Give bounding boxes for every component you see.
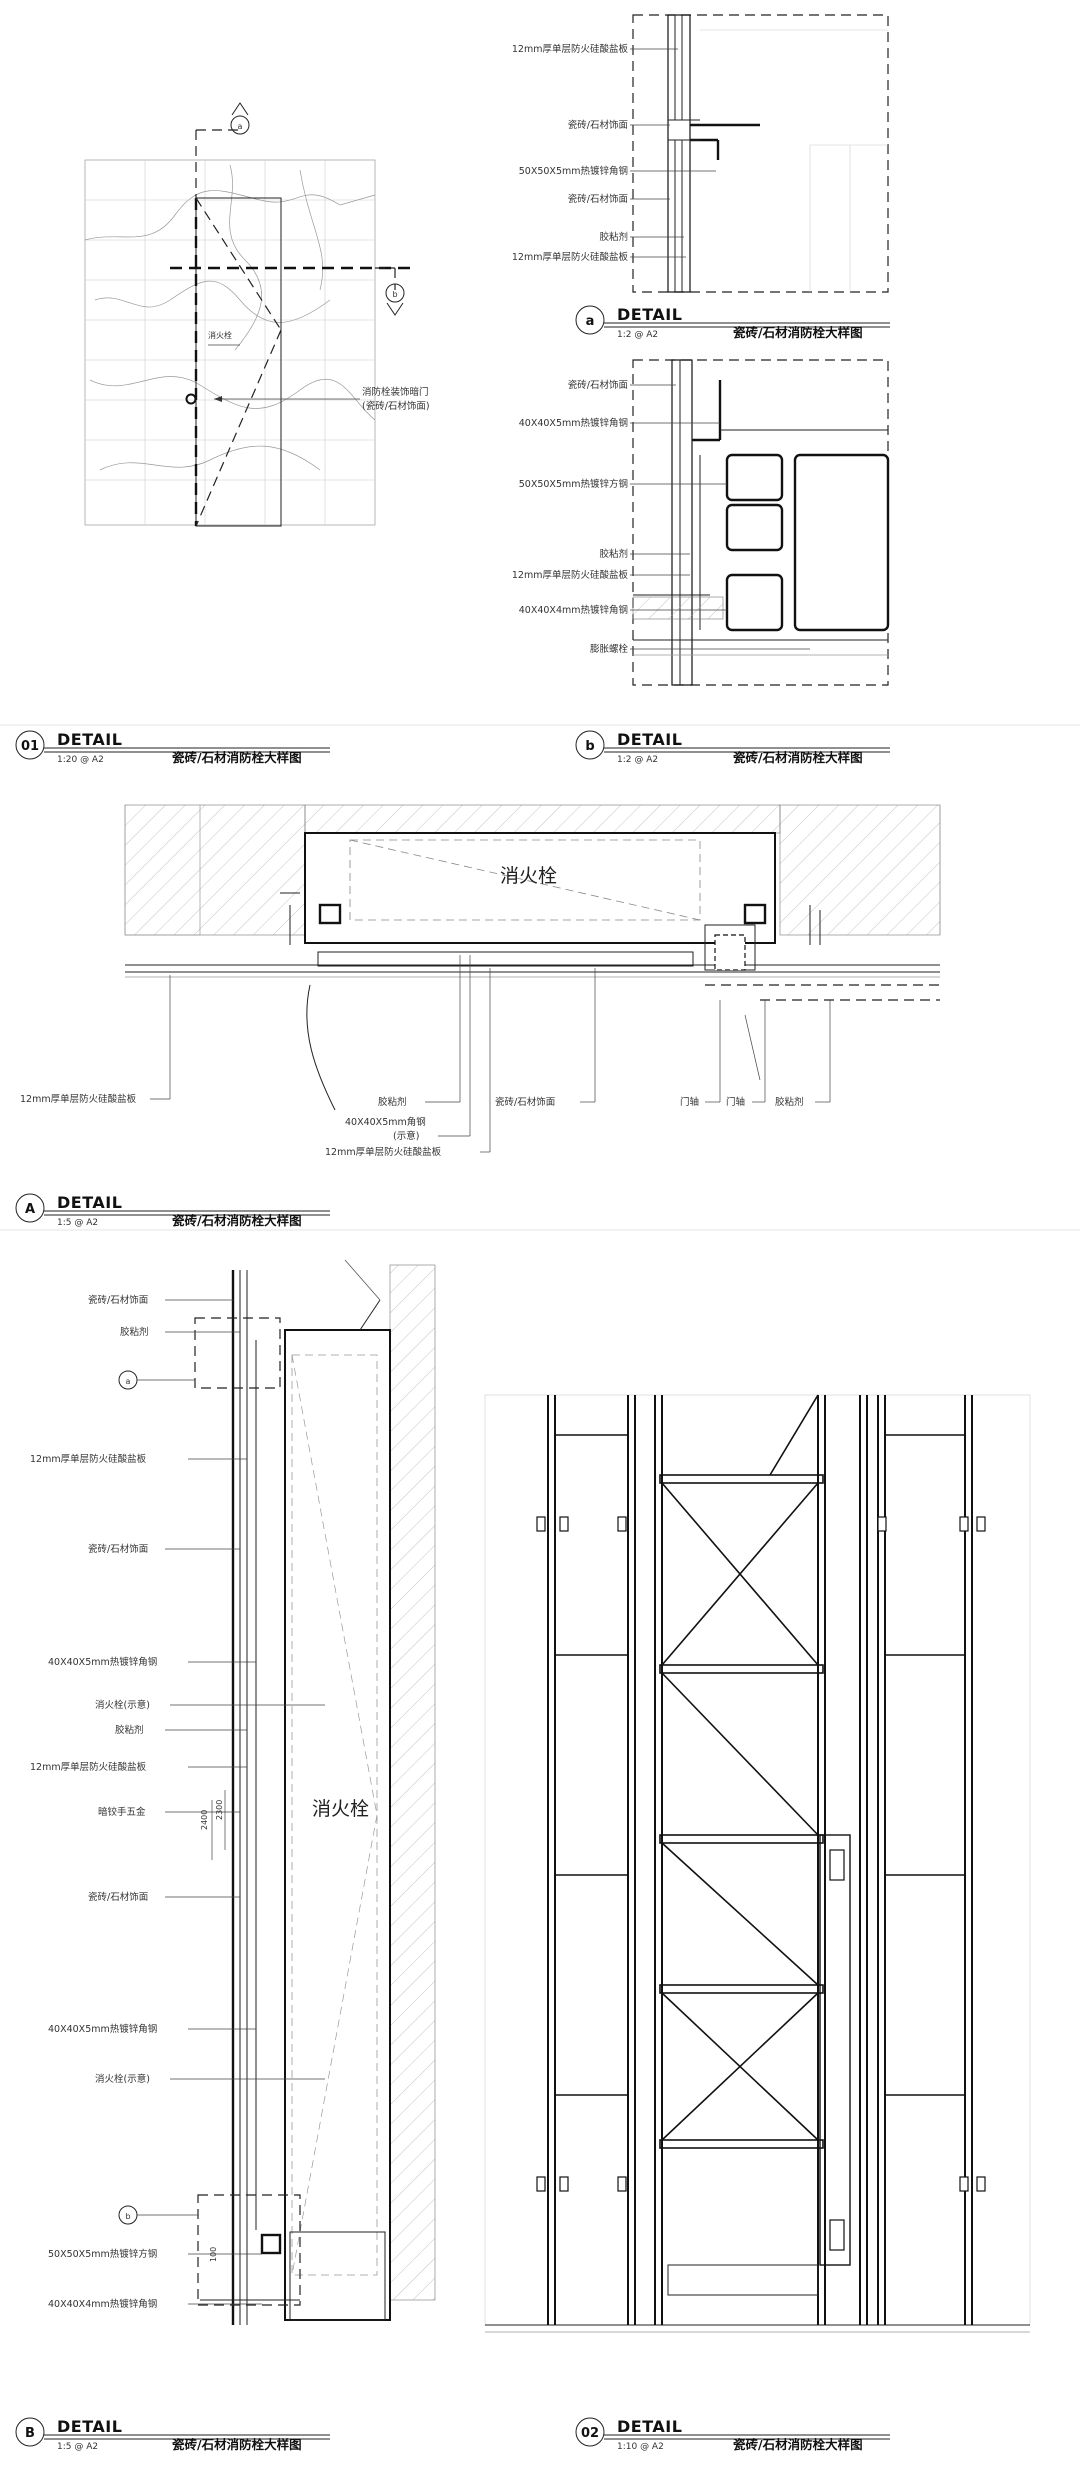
svg-text:胶粘剂: 胶粘剂 [378, 1096, 407, 1108]
svg-text:瓷砖/石材消防栓大样图: 瓷砖/石材消防栓大样图 [733, 2437, 863, 2452]
svg-text:DETAIL: DETAIL [617, 305, 682, 324]
svg-text:瓷砖/石材饰面: 瓷砖/石材饰面 [88, 1294, 148, 1306]
svg-text:1:5 @ A2: 1:5 @ A2 [57, 2442, 98, 2452]
svg-text:DETAIL: DETAIL [57, 2417, 122, 2436]
svg-text:门轴: 门轴 [726, 1096, 745, 1108]
svg-text:1:5 @ A2: 1:5 @ A2 [57, 1218, 98, 1228]
panel-b-detail: 瓷砖/石材饰面 40X40X5mm热镀锌角钢 50X50X5mm热镀锌方钢 胶粘… [512, 359, 890, 686]
svg-text:1:20 @ A2: 1:20 @ A2 [57, 755, 104, 765]
svg-text:DETAIL: DETAIL [57, 730, 122, 749]
svg-text:40X40X5mm热镀锌角钢: 40X40X5mm热镀锌角钢 [48, 1656, 157, 1668]
svg-text:1:10 @ A2: 1:10 @ A2 [617, 2442, 664, 2452]
svg-text:DETAIL: DETAIL [617, 2417, 682, 2436]
svg-text:消火栓(示意): 消火栓(示意) [95, 1699, 150, 1711]
svg-text:01: 01 [21, 739, 39, 754]
door-handle-icon [185, 393, 197, 405]
svg-text:40X40X4mm热镀锌角钢: 40X40X4mm热镀锌角钢 [48, 2298, 157, 2310]
panel-A-title: A DETAIL 1:5 @ A2 瓷砖/石材消防栓大样图 [15, 1193, 330, 1228]
svg-text:50X50X5mm热镀锌方钢: 50X50X5mm热镀锌方钢 [519, 478, 628, 490]
svg-text:a: a [586, 314, 595, 329]
panel-b-title: b DETAIL 1:2 @ A2 瓷砖/石材消防栓大样图 [575, 730, 890, 765]
svg-text:胶粘剂: 胶粘剂 [775, 1096, 804, 1108]
svg-text:瓷砖/石材饰面: 瓷砖/石材饰面 [495, 1096, 555, 1108]
svg-text:A: A [25, 1202, 35, 1217]
svg-text:12mm厚单层防火硅酸盐板: 12mm厚单层防火硅酸盐板 [30, 1761, 147, 1773]
svg-text:40X40X4mm热镀锌角钢: 40X40X4mm热镀锌角钢 [519, 604, 628, 616]
section-marker-a-b: a [118, 1370, 195, 1390]
hydrant-box-label: 消火栓 [500, 865, 557, 887]
panel-B-vertical-section: 消火栓 2400 2300 100 a b 瓷砖/石材饰面 胶粘剂 12mm厚单… [30, 1259, 436, 2325]
svg-text:2300: 2300 [215, 1800, 224, 1820]
panel-01-title: 01 DETAIL 1:20 @ A2 瓷砖/石材消防栓大样图 [15, 730, 330, 765]
svg-text:02: 02 [581, 2426, 599, 2441]
panel-B-title: B DETAIL 1:5 @ A2 瓷砖/石材消防栓大样图 [15, 2417, 330, 2452]
panel-B-labels: 瓷砖/石材饰面 胶粘剂 12mm厚单层防火硅酸盐板 瓷砖/石材饰面 40X40X… [30, 1294, 325, 2310]
svg-text:b: b [125, 2212, 130, 2221]
panel-a-detail: 12mm厚单层防火硅酸盐板 瓷砖/石材饰面 50X50X5mm热镀锌角钢 瓷砖/… [512, 14, 889, 293]
svg-text:膨胀螺栓: 膨胀螺栓 [590, 643, 629, 655]
svg-text:门轴: 门轴 [680, 1096, 699, 1108]
svg-text:12mm厚单层防火硅酸盐板: 12mm厚单层防火硅酸盐板 [512, 251, 629, 263]
svg-text:40X40X5mm热镀锌角钢: 40X40X5mm热镀锌角钢 [519, 417, 628, 429]
svg-text:胶粘剂: 胶粘剂 [120, 1326, 149, 1338]
svg-text:胶粘剂: 胶粘剂 [599, 548, 628, 560]
svg-text:12mm厚单层防火硅酸盐板: 12mm厚单层防火硅酸盐板 [512, 569, 629, 581]
svg-text:40X40X5mm角钢: 40X40X5mm角钢 [345, 1116, 426, 1128]
door-callout: 消防栓装饰暗门 [362, 386, 429, 398]
svg-text:a: a [238, 122, 243, 131]
panel-a-labels: 12mm厚单层防火硅酸盐板 瓷砖/石材饰面 50X50X5mm热镀锌角钢 瓷砖/… [512, 43, 716, 263]
svg-text:40X40X5mm热镀锌角钢: 40X40X5mm热镀锌角钢 [48, 2023, 157, 2035]
panel-01-elevation: a b 消火栓 消防栓装饰暗门 (瓷砖/石材饰面) [84, 102, 430, 527]
svg-text:瓷砖/石材消防栓大样图: 瓷砖/石材消防栓大样图 [172, 750, 302, 765]
svg-text:DETAIL: DETAIL [617, 730, 682, 749]
svg-text:a: a [126, 1377, 131, 1386]
svg-text:1:2 @ A2: 1:2 @ A2 [617, 330, 658, 340]
svg-text:瓷砖/石材消防栓大样图: 瓷砖/石材消防栓大样图 [172, 2437, 302, 2452]
svg-text:消火栓(示意): 消火栓(示意) [95, 2073, 150, 2085]
svg-text:b: b [585, 739, 594, 754]
svg-text:瓷砖/石材饰面: 瓷砖/石材饰面 [568, 193, 628, 205]
svg-text:12mm厚单层防火硅酸盐板: 12mm厚单层防火硅酸盐板 [30, 1453, 147, 1465]
svg-text:暗铰手五金: 暗铰手五金 [98, 1806, 146, 1818]
svg-text:1:2 @ A2: 1:2 @ A2 [617, 755, 658, 765]
svg-text:50X50X5mm热镀锌角钢: 50X50X5mm热镀锌角钢 [519, 165, 628, 177]
svg-text:12mm厚单层防火硅酸盐板: 12mm厚单层防火硅酸盐板 [512, 43, 629, 55]
svg-text:DETAIL: DETAIL [57, 1193, 122, 1212]
svg-text:胶粘剂: 胶粘剂 [115, 1724, 144, 1736]
svg-text:b: b [392, 290, 397, 299]
panel-02-title: 02 DETAIL 1:10 @ A2 瓷砖/石材消防栓大样图 [575, 2417, 890, 2452]
svg-text:12mm厚单层防火硅酸盐板: 12mm厚单层防火硅酸盐板 [20, 1093, 137, 1105]
svg-text:瓷砖/石材饰面: 瓷砖/石材饰面 [88, 1891, 148, 1903]
panel-A-labels: 12mm厚单层防火硅酸盐板 胶粘剂 40X40X5mm角钢 (示意) 12mm厚… [20, 955, 831, 1158]
svg-text:50X50X5mm热镀锌方钢: 50X50X5mm热镀锌方钢 [48, 2248, 157, 2260]
door-callout-note: (瓷砖/石材饰面) [362, 400, 430, 412]
svg-text:瓷砖/石材消防栓大样图: 瓷砖/石材消防栓大样图 [733, 750, 863, 765]
section-marker-a: a [230, 102, 250, 135]
svg-text:胶粘剂: 胶粘剂 [599, 231, 628, 243]
svg-text:瓷砖/石材消防栓大样图: 瓷砖/石材消防栓大样图 [172, 1213, 302, 1228]
svg-text:12mm厚单层防火硅酸盐板: 12mm厚单层防火硅酸盐板 [325, 1146, 442, 1158]
svg-text:100: 100 [209, 2247, 218, 2262]
panel-A-plan-section: 消火栓 12mm厚单层防火硅酸盐板 胶粘剂 40X40X5mm角钢 (示意) 1… [20, 804, 941, 1158]
hydrant-box-label-b: 消火栓 [312, 1798, 369, 1820]
panel-02-frame-elevation [484, 1394, 1031, 2333]
section-marker-b: b [385, 283, 405, 316]
panel-a-title: a DETAIL 1:2 @ A2 瓷砖/石材消防栓大样图 [575, 305, 890, 340]
svg-text:瓷砖/石材饰面: 瓷砖/石材饰面 [568, 119, 628, 131]
section-marker-b-b: b [118, 2205, 198, 2225]
svg-text:2400: 2400 [200, 1810, 209, 1830]
svg-text:B: B [25, 2426, 35, 2441]
svg-text:瓷砖/石材饰面: 瓷砖/石材饰面 [568, 379, 628, 391]
svg-text:瓷砖/石材消防栓大样图: 瓷砖/石材消防栓大样图 [733, 325, 863, 340]
hydrant-tag: 消火栓 [208, 330, 232, 340]
svg-text:(示意): (示意) [393, 1130, 419, 1142]
panel-b-labels: 瓷砖/石材饰面 40X40X5mm热镀锌角钢 50X50X5mm热镀锌方钢 胶粘… [512, 379, 810, 655]
svg-text:瓷砖/石材饰面: 瓷砖/石材饰面 [88, 1543, 148, 1555]
